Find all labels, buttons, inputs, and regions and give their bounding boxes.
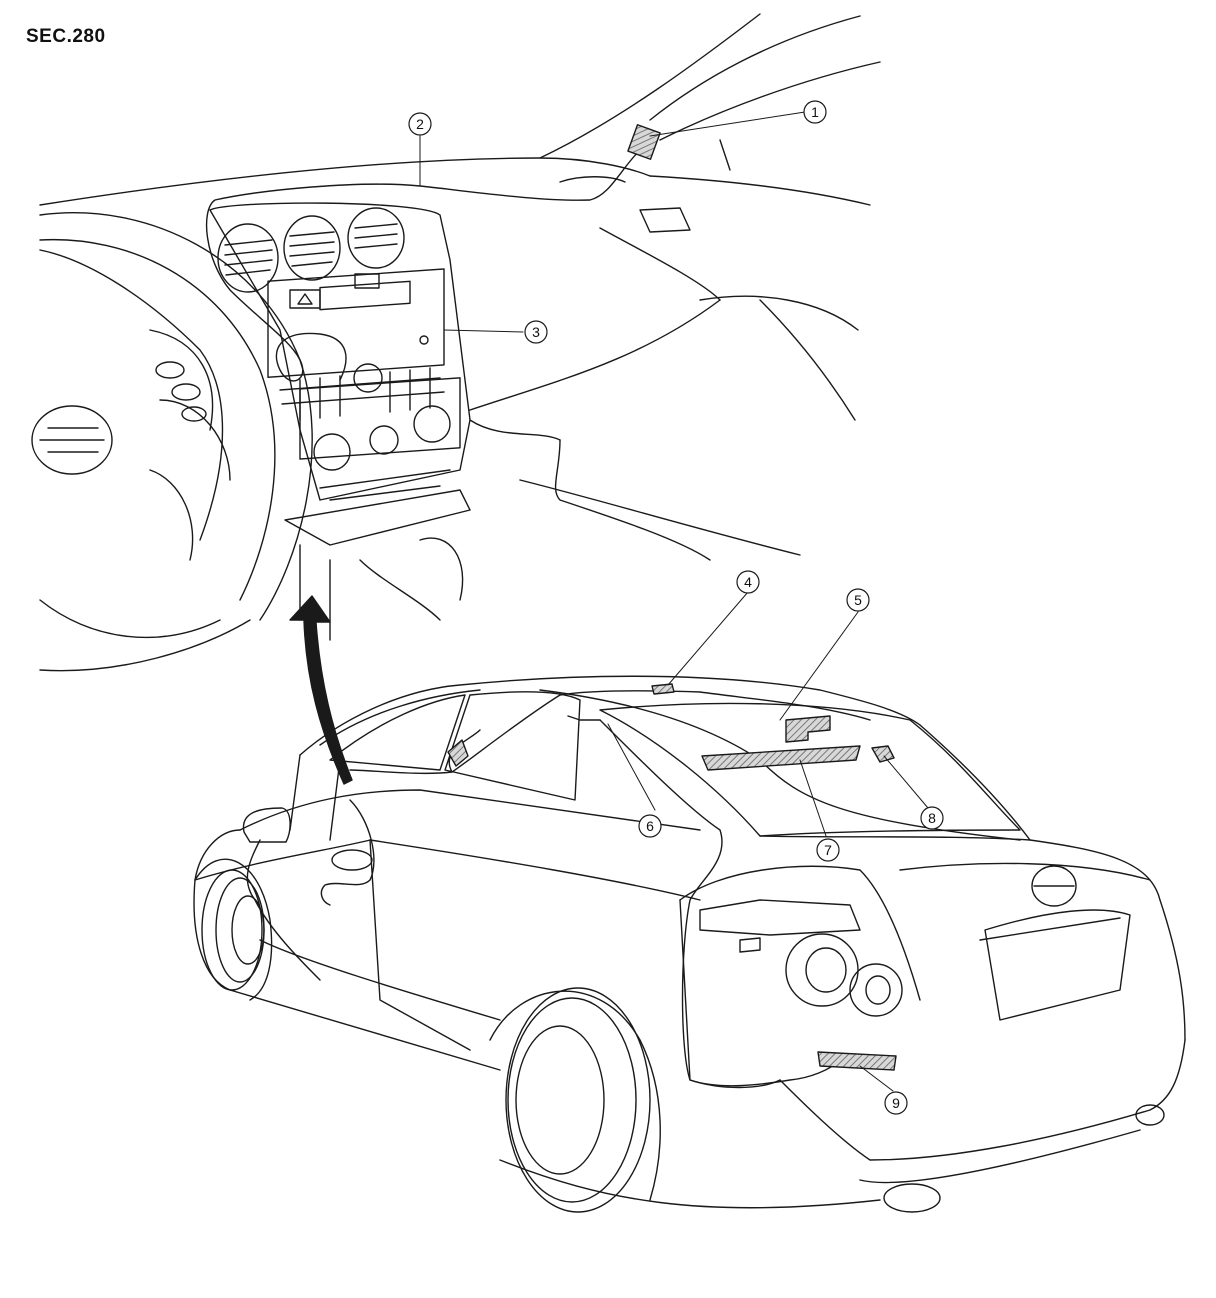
center-vent-middle — [283, 215, 341, 281]
callout-circle-8 — [920, 806, 944, 830]
center-vent-right — [347, 207, 405, 269]
rear-emblem — [1031, 865, 1077, 907]
taillight-cluster — [785, 933, 903, 1017]
view-arrow — [289, 595, 353, 785]
antenna-amp — [627, 124, 661, 160]
callout-number-7: 7 — [824, 842, 832, 858]
section-code: SEC.280 — [26, 26, 106, 47]
antenna-feeder-harness — [205, 149, 641, 382]
exhaust-tip-left — [883, 1183, 941, 1213]
callout-number-8: 8 — [928, 810, 936, 826]
callout-circle-6 — [638, 814, 662, 838]
callout-number-9: 9 — [892, 1095, 900, 1111]
callout-circles — [408, 100, 944, 1115]
callout-circle-7 — [816, 838, 840, 862]
antenna-feeder-connector — [871, 745, 895, 763]
roof-ground-point — [651, 683, 675, 695]
climate-control-panel — [299, 377, 461, 460]
body-harness — [599, 719, 841, 1087]
trunk-antenna-element — [817, 1051, 897, 1071]
rear-window-antenna-harness — [349, 690, 871, 775]
callout-circle-2 — [408, 112, 432, 136]
callout-number-3: 3 — [532, 324, 540, 340]
defogger-terminal — [785, 715, 831, 743]
callout-number-5: 5 — [854, 592, 862, 608]
side-mirror — [242, 807, 291, 843]
steering-emblem — [31, 405, 113, 475]
rear-window-antenna-element — [701, 745, 861, 771]
callout-number-4: 4 — [744, 574, 752, 590]
callout-leaders — [419, 111, 929, 1092]
callout-circle-1 — [803, 100, 827, 124]
car-exterior-view — [193, 675, 1186, 1213]
dashboard-view — [31, 13, 881, 672]
license-plate-recess — [984, 909, 1131, 1021]
door-harness — [320, 799, 375, 906]
warning-triangle-icon — [297, 293, 313, 305]
callout-circle-5 — [846, 588, 870, 612]
callout-number-1: 1 — [811, 104, 819, 120]
callout-circle-9 — [884, 1091, 908, 1115]
steering-wheel — [31, 212, 313, 672]
callout-circle-4 — [736, 570, 760, 594]
front-wheel — [194, 858, 273, 1001]
rear-wheel — [489, 987, 661, 1213]
callout-circle-3 — [524, 320, 548, 344]
hazard-switch — [289, 289, 321, 309]
callout-number-2: 2 — [416, 116, 424, 132]
callout-number-6: 6 — [646, 818, 654, 834]
exhaust-tip-right — [1135, 1104, 1165, 1126]
